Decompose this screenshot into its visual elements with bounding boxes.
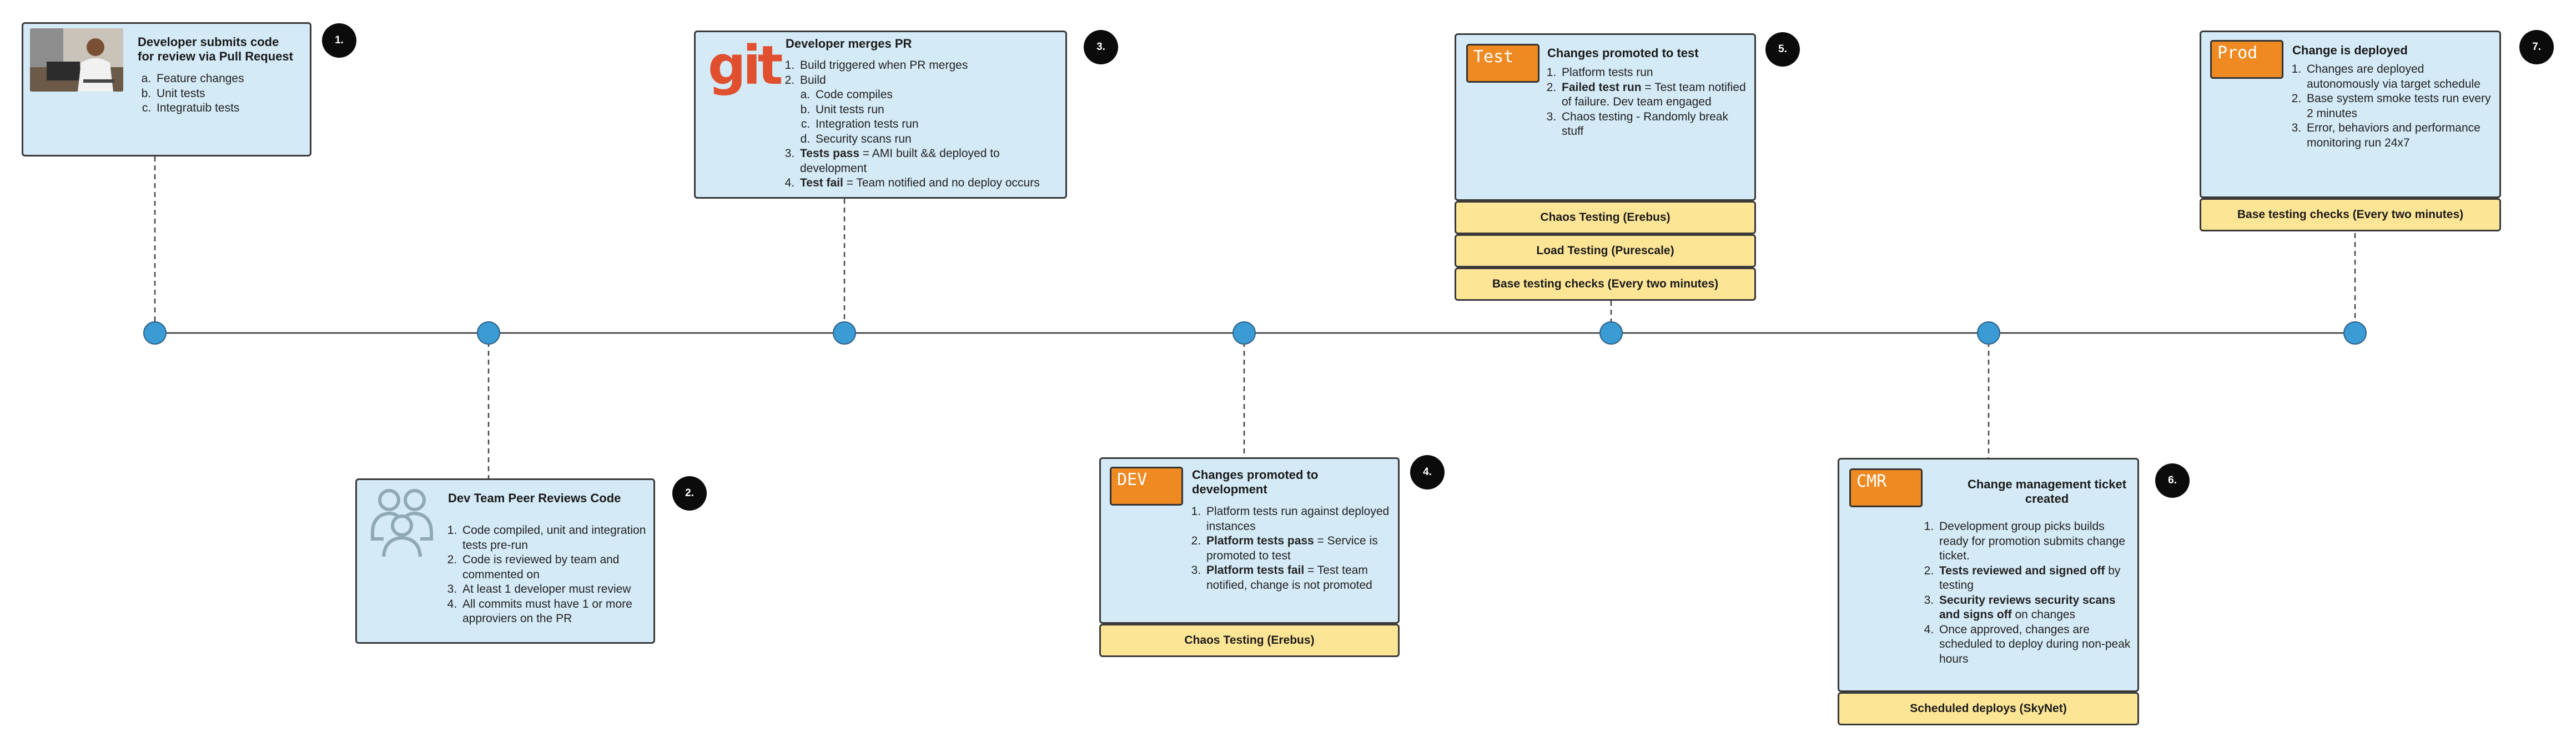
sub-list-item: Unit tests run <box>813 103 1063 118</box>
step-3-card: git Developer merges PR Build triggered … <box>694 31 1067 199</box>
list-item: Tests reviewed and signed off by testing <box>1937 564 2132 593</box>
step-3-title: Developer merges PR <box>786 37 912 51</box>
list-item: Code compiled, unit and integration test… <box>460 523 648 553</box>
step-7-title: Change is deployed <box>2292 43 2408 57</box>
list-item: Build Code compiles Unit tests run Integ… <box>798 73 1063 147</box>
step-5-list: Platform tests run Failed test run = Tes… <box>1547 65 1749 139</box>
list-item: At least 1 developer must review <box>460 582 648 597</box>
step-6-card: CMR Change management ticket created Dev… <box>1838 458 2139 692</box>
step-4-bar-chaos-testing: Chaos Testing (Erebus) <box>1099 624 1400 657</box>
step-1-badge: 1. <box>322 23 356 58</box>
step-5-bar-base-testing: Base testing checks (Every two minutes) <box>1455 267 1756 301</box>
sub-list-item: Integration tests run <box>813 117 1063 132</box>
list-item: Test fail = Team notified and no deploy … <box>798 176 1063 191</box>
list-item: Changes are deployed autonomously via ta… <box>2305 62 2497 92</box>
timeline-node-1 <box>143 321 167 345</box>
list-item: Integratuib tests <box>154 101 304 116</box>
step-7-bar-base-testing: Base testing checks (Every two minutes) <box>2200 198 2501 231</box>
list-item: Tests pass = AMI built && deployed to de… <box>798 147 1063 176</box>
env-tag-prod: Prod <box>2210 40 2283 79</box>
step-4-list: Platform tests run against deployed inst… <box>1192 504 1393 593</box>
step-5-bar-chaos-testing: Chaos Testing (Erebus) <box>1455 201 1756 234</box>
step-1-title: Developer submits code for review via Pu… <box>138 35 293 63</box>
developer-photo <box>30 28 123 92</box>
step-2-title: Dev Team Peer Reviews Code <box>448 491 621 505</box>
list-item: Once approved, changes are scheduled to … <box>1937 623 2132 667</box>
step-7-badge: 7. <box>2519 30 2554 64</box>
timeline-node-6 <box>1977 321 2000 345</box>
step-6-list: Development group picks builds ready for… <box>1925 519 2132 667</box>
list-item: Base system smoke tests run every 2 minu… <box>2305 92 2497 121</box>
list-item: Platform tests fail = Test team notified… <box>1204 563 1393 593</box>
list-item: Feature changes <box>154 72 304 87</box>
step-4-card: DEV Changes promoted to development Plat… <box>1099 457 1400 624</box>
env-tag-dev: DEV <box>1110 467 1183 506</box>
people-group-icon <box>367 486 437 562</box>
step-5-bar-load-testing: Load Testing (Purescale) <box>1455 234 1756 267</box>
env-tag-cmr: CMR <box>1849 468 1923 507</box>
step-7-list: Changes are deployed autonomously via ta… <box>2292 62 2497 150</box>
step-5-badge: 5. <box>1765 32 1800 67</box>
timeline-node-4 <box>1232 321 1256 345</box>
timeline-node-2 <box>477 321 500 345</box>
git-logo: git <box>708 34 783 97</box>
list-item: Build triggered when PR merges <box>798 58 1063 73</box>
list-item: Security reviews security scans and sign… <box>1937 593 2132 623</box>
step-4-title: Changes promoted to development <box>1192 468 1319 496</box>
step-7-card: Prod Change is deployed Changes are depl… <box>2200 31 2501 198</box>
timeline-node-5 <box>1599 321 1623 345</box>
step-6-badge: 6. <box>2155 463 2190 498</box>
list-item: Platform tests pass = Service is promote… <box>1204 534 1393 563</box>
list-item: All commits must have 1 or more approvie… <box>460 597 648 627</box>
step-5-title: Changes promoted to test <box>1547 46 1699 60</box>
step-2-list: Code compiled, unit and integration test… <box>448 523 648 627</box>
env-tag-test: Test <box>1466 44 1539 83</box>
step-3-badge: 3. <box>1084 30 1118 64</box>
step-1-card: Developer submits code for review via Pu… <box>22 22 311 157</box>
sub-list-item: Code compiles <box>813 88 1063 103</box>
list-item: Failed test run = Test team notified of … <box>1559 80 1749 110</box>
step-1-list: Feature changes Unit tests Integratuib t… <box>138 72 304 116</box>
step-2-card: Dev Team Peer Reviews Code Code compiled… <box>355 478 655 644</box>
list-item: Unit tests <box>154 87 304 102</box>
step-6-bar-scheduled-deploys: Scheduled deploys (SkyNet) <box>1838 692 2139 725</box>
list-item: Platform tests run <box>1559 65 1749 80</box>
step-3-list: Build triggered when PR merges Build Cod… <box>786 58 1063 191</box>
list-item: Chaos testing - Randomly break stuff <box>1559 110 1749 139</box>
timeline-node-3 <box>833 321 856 345</box>
list-item: Code is reviewed by team and commented o… <box>460 553 648 582</box>
sub-list-item: Security scans run <box>813 132 1063 147</box>
list-item: Development group picks builds ready for… <box>1937 519 2132 564</box>
step-5-card: Test Changes promoted to test Platform t… <box>1455 33 1756 201</box>
timeline-node-7 <box>2343 321 2367 345</box>
step-2-badge: 2. <box>672 476 707 511</box>
step-6-title: Change management ticket created <box>1967 477 2127 506</box>
list-item: Error, behaviors and performance monitor… <box>2305 121 2497 150</box>
step-4-badge: 4. <box>1410 455 1445 489</box>
list-item: Platform tests run against deployed inst… <box>1204 504 1393 534</box>
